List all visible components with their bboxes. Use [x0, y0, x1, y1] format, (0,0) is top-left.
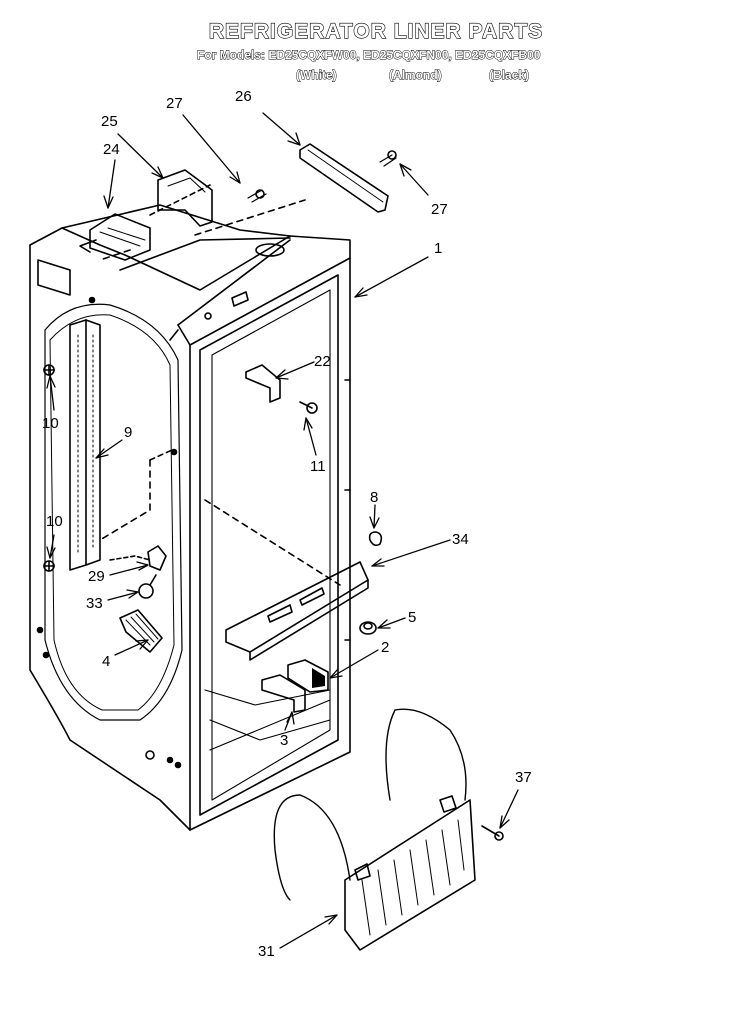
drawer-cover-part-31 [273, 708, 476, 951]
bracket-part-3 [261, 674, 306, 713]
callout-4: 4 [102, 653, 110, 670]
callout-5: 5 [408, 609, 416, 626]
callout-27-left: 27 [166, 95, 183, 112]
color-almond: (Almond) [389, 68, 443, 83]
callout-leaders [46, 112, 519, 949]
screw-part-37 [481, 825, 504, 841]
bulb-part-33 [138, 574, 157, 599]
callout-24: 24 [103, 141, 120, 158]
cover-part-34 [225, 561, 369, 661]
callout-10-top: 10 [42, 415, 59, 432]
callout-31: 31 [258, 943, 275, 960]
callout-11: 11 [310, 458, 326, 475]
callout-labels: 1 2 3 4 5 8 9 10 10 11 22 24 25 26 27 27… [42, 88, 532, 960]
callout-37: 37 [515, 769, 532, 786]
callout-2: 2 [381, 639, 389, 656]
light-housing-part-24 [79, 213, 151, 261]
color-white: (White) [296, 68, 338, 83]
screw-part-27 [247, 150, 397, 203]
callout-22: 22 [314, 353, 331, 370]
socket-part-29 [109, 545, 167, 571]
models-line: For Models: ED25CQXFW00, ED25CQXFN00, ED… [197, 48, 541, 63]
callout-3: 3 [280, 732, 288, 749]
page-title: REFRIGERATOR LINER PARTS [208, 19, 544, 43]
bracket-part-22 [245, 364, 281, 403]
plug-part-5 [359, 621, 377, 635]
callout-9: 9 [124, 424, 132, 441]
callout-10-bottom: 10 [46, 513, 63, 530]
callout-34: 34 [452, 531, 469, 548]
clip-part-8 [368, 531, 383, 547]
bracket-part-25 [149, 169, 213, 227]
callout-26: 26 [235, 88, 252, 105]
callout-27-right: 27 [431, 201, 448, 218]
callout-8: 8 [370, 489, 378, 506]
screw-part-11 [299, 401, 318, 414]
callout-33: 33 [86, 595, 103, 612]
callout-25: 25 [101, 113, 118, 130]
callout-29: 29 [88, 568, 105, 585]
shelf-support-part-9 [69, 319, 101, 571]
screw-part-10 [43, 364, 55, 572]
shelf-rail-part-26 [299, 143, 389, 213]
callout-1: 1 [434, 240, 442, 257]
bracket-part-2 [287, 659, 329, 693]
color-black: (Black) [489, 68, 530, 83]
liner-part-1 [29, 199, 351, 831]
grille-part-4 [119, 609, 163, 653]
